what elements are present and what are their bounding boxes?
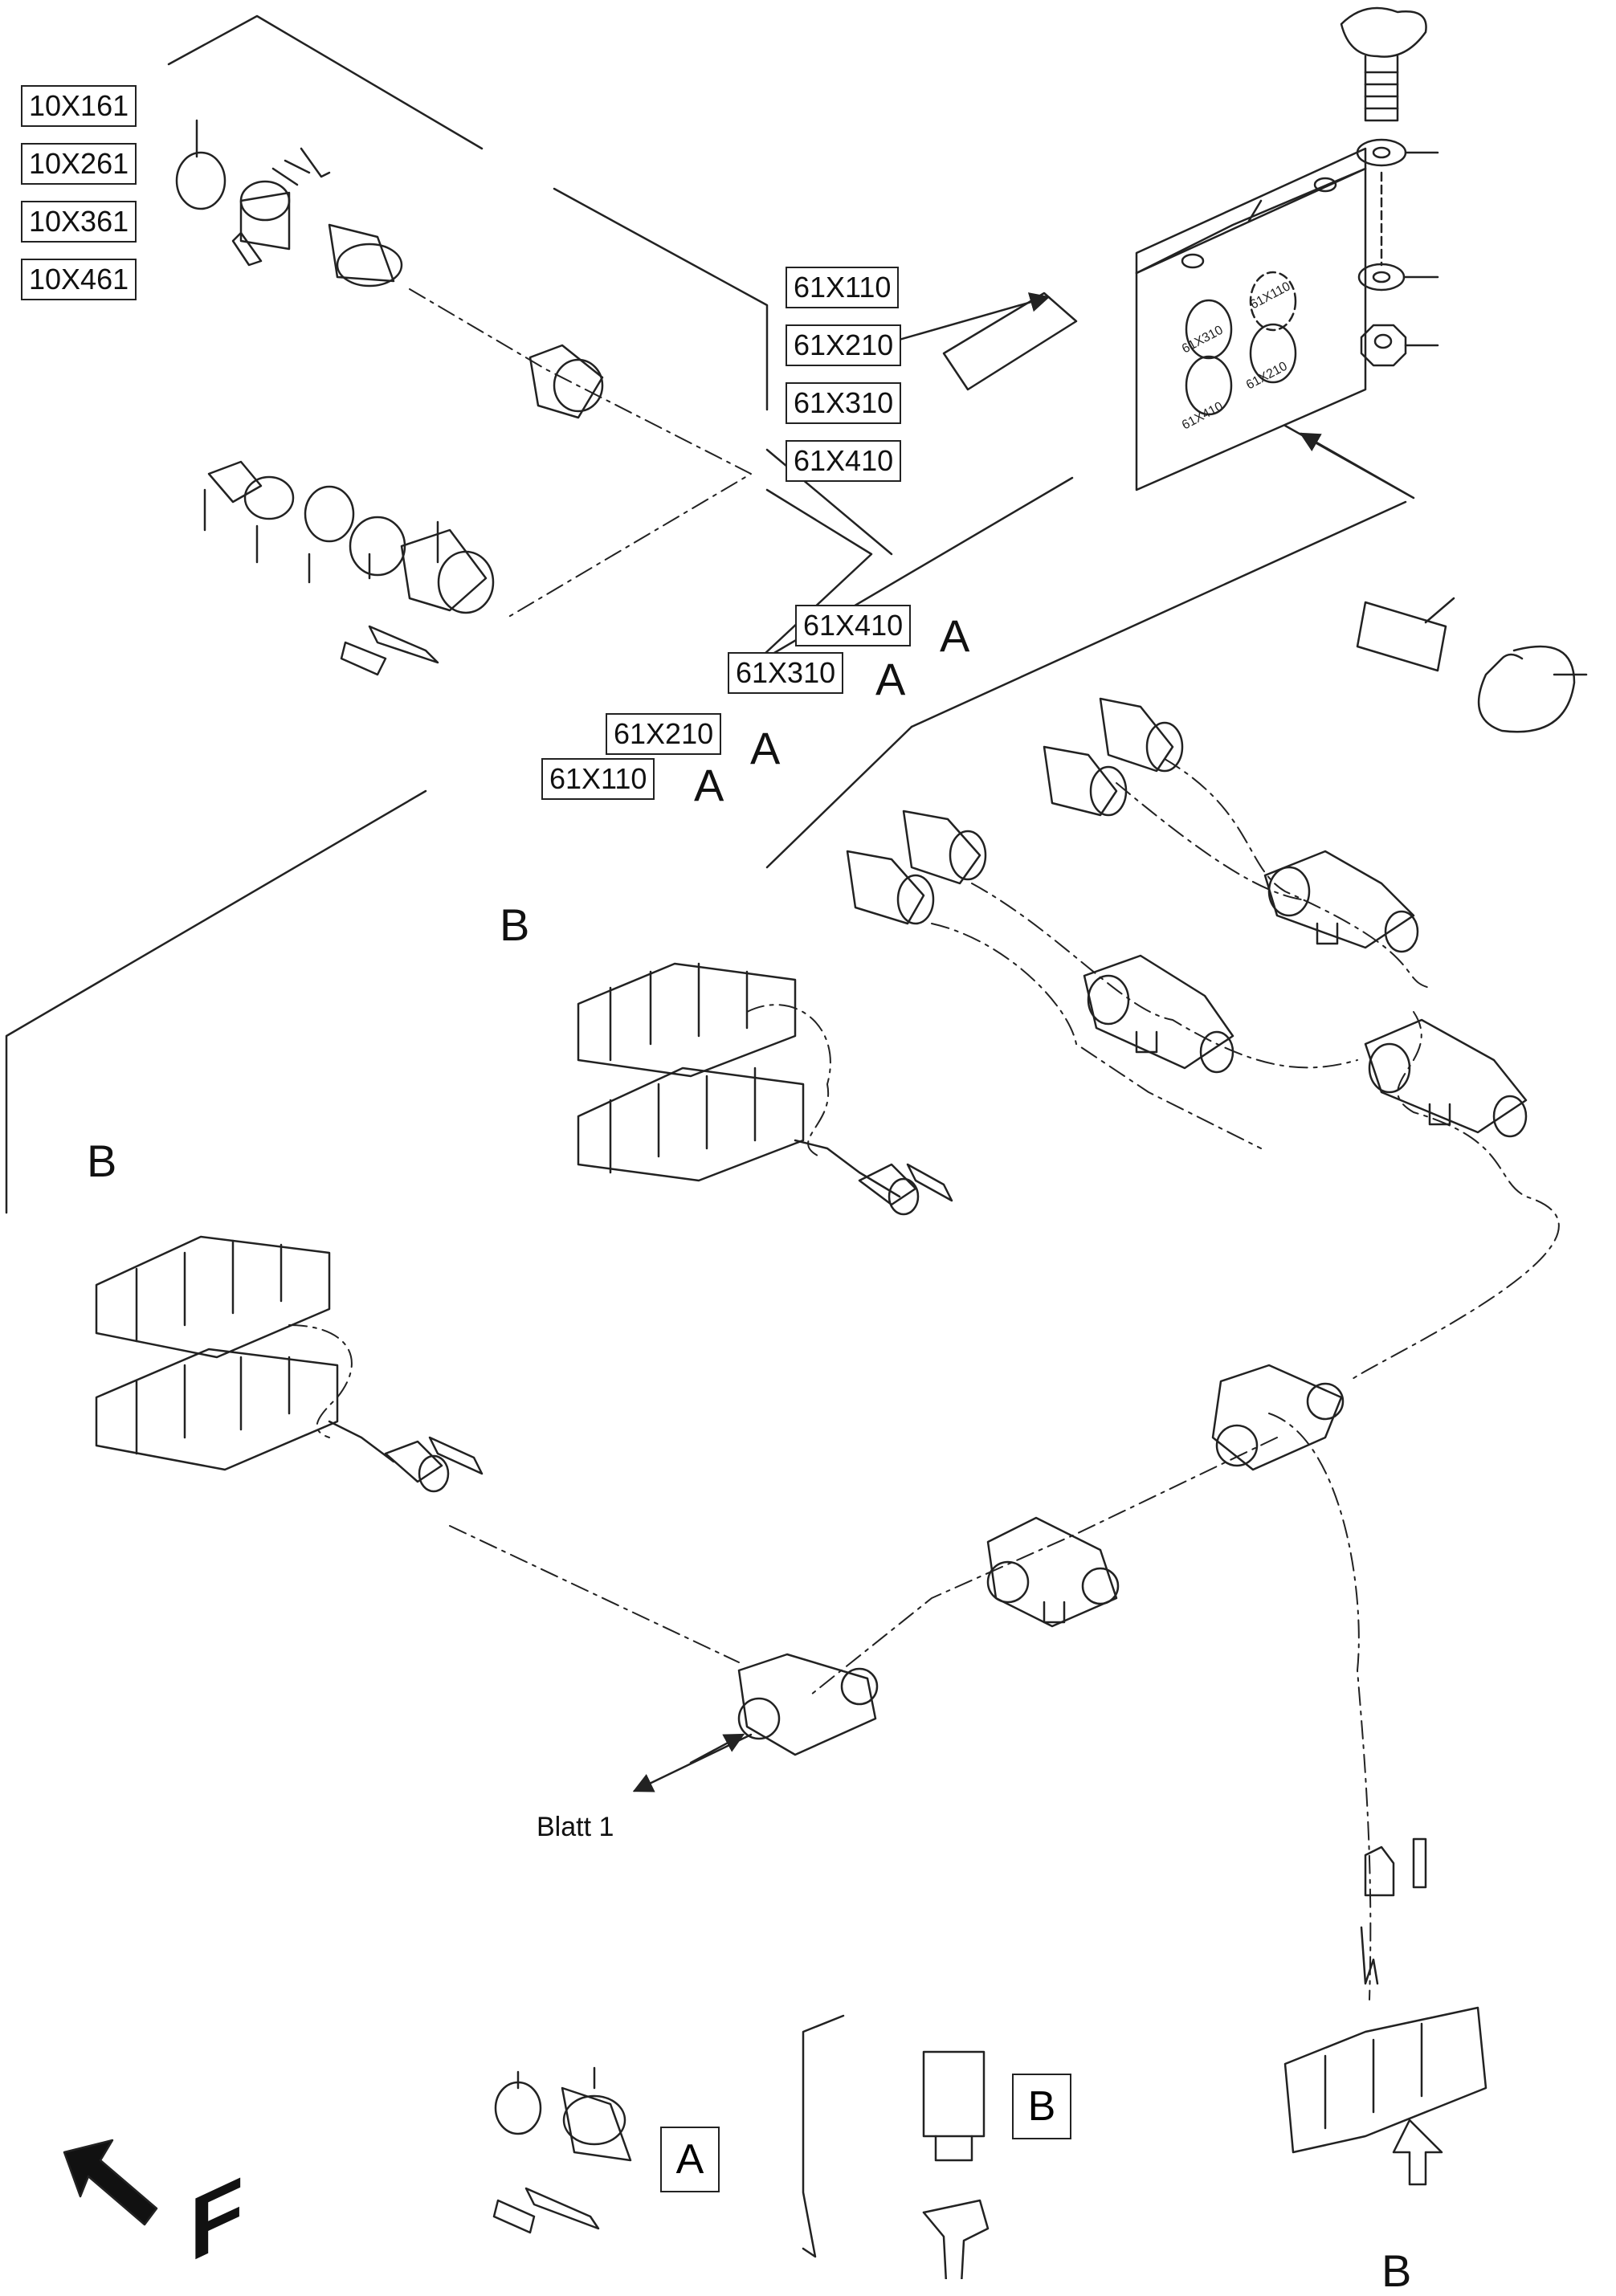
branch-letter: A bbox=[750, 723, 781, 773]
legend-box-b: B bbox=[1012, 2074, 1071, 2139]
connector-label: 10X161 bbox=[21, 85, 137, 127]
connector-label: 10X261 bbox=[21, 143, 137, 185]
connector-label: 10X361 bbox=[21, 201, 137, 243]
view-letter-b: B bbox=[1381, 2245, 1412, 2296]
branch-letter: A bbox=[940, 610, 970, 661]
housing-cluster-left bbox=[95, 1235, 484, 1493]
harness-paths bbox=[288, 288, 1560, 2000]
housing-cluster-bottom-right bbox=[1283, 1837, 1487, 2186]
branch-label: 61X110 bbox=[541, 758, 655, 800]
knob-bolt bbox=[1340, 6, 1439, 367]
branch-letter: A bbox=[875, 654, 906, 704]
plate-connector-label: 61X410 bbox=[786, 440, 902, 482]
view-letter-b: B bbox=[500, 899, 530, 950]
pointer-arrows bbox=[632, 292, 1415, 1792]
branch-letter: A bbox=[694, 760, 724, 810]
top-left-kit bbox=[175, 119, 604, 676]
plate-connector-label: 61X110 bbox=[786, 267, 900, 308]
housing-cluster-upper bbox=[577, 962, 953, 1216]
legend-a-parts bbox=[492, 2066, 632, 2234]
legend-box-a: A bbox=[660, 2127, 720, 2192]
plate-connector-label: 61X210 bbox=[786, 324, 902, 366]
connector-label: 10X461 bbox=[21, 259, 137, 300]
sleeve-and-tie bbox=[1356, 597, 1588, 733]
sheet-reference: Blatt 1 bbox=[537, 1812, 614, 1842]
legend-b-parts bbox=[802, 2014, 990, 2279]
y-junctions bbox=[1083, 850, 1528, 1138]
branch-label: 61X210 bbox=[606, 713, 722, 755]
plate-connector-label: 61X310 bbox=[786, 382, 902, 424]
plate-hole-label: 61X410 bbox=[1180, 400, 1226, 433]
orientation-arrow-icon bbox=[63, 2139, 158, 2226]
branch-label: 61X410 bbox=[795, 605, 912, 646]
plug-cluster-upper bbox=[846, 697, 1184, 925]
plate-hole-label: 61X210 bbox=[1244, 360, 1290, 393]
t-junctions bbox=[737, 1364, 1345, 1756]
view-letter-b: B bbox=[87, 1136, 117, 1186]
mounting-plate bbox=[1135, 147, 1367, 491]
branch-label: 61X310 bbox=[728, 652, 844, 694]
